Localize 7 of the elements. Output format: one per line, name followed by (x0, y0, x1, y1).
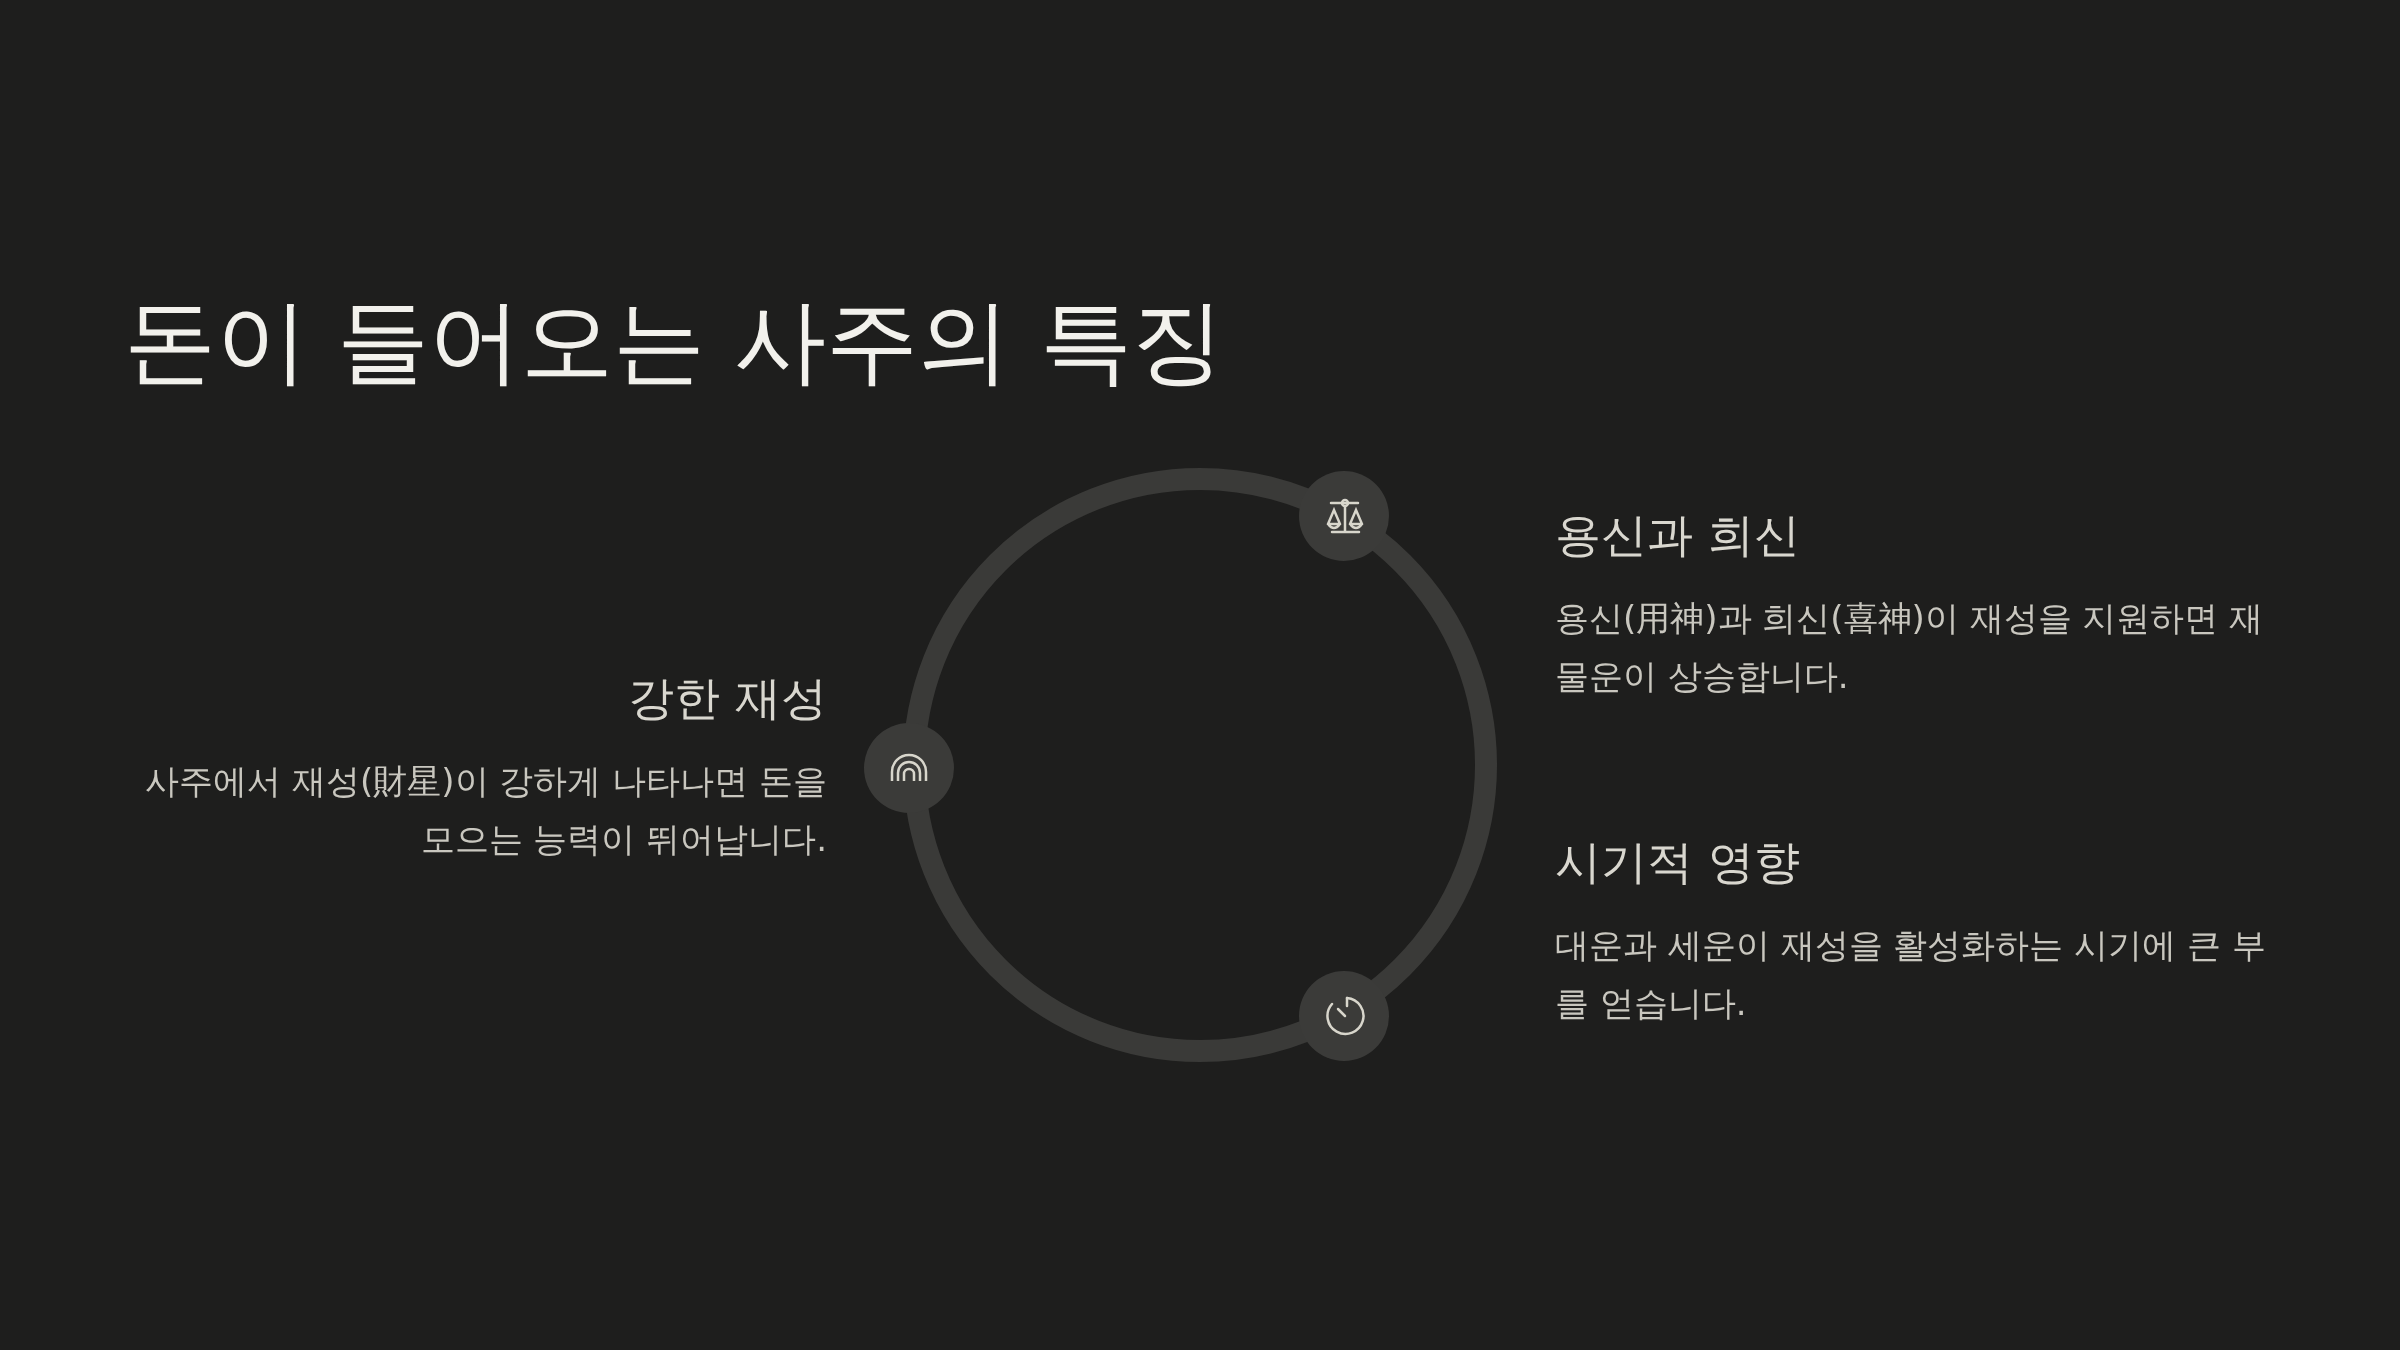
heading: 용신과 희신 (1555, 507, 1801, 564)
title: 돈이 들어오는 사주의 특징 (124, 287, 1224, 397)
description: 사주에서 재성(財星)이 강하게 나타나면 돈을 모으는 능력이 뛰어납니다. (144, 760, 827, 861)
heading: 강한 재성 (627, 670, 827, 727)
heading: 시기적 영향 (1555, 834, 1801, 891)
description: 대운과 세운이 재성을 활성화하는 시기에 큰 부를 얻습니다. (1555, 924, 2267, 1025)
description: 용신(用神)과 희신(喜神)이 재성을 지원하면 재물운이 상승합니다. (1555, 597, 2265, 698)
